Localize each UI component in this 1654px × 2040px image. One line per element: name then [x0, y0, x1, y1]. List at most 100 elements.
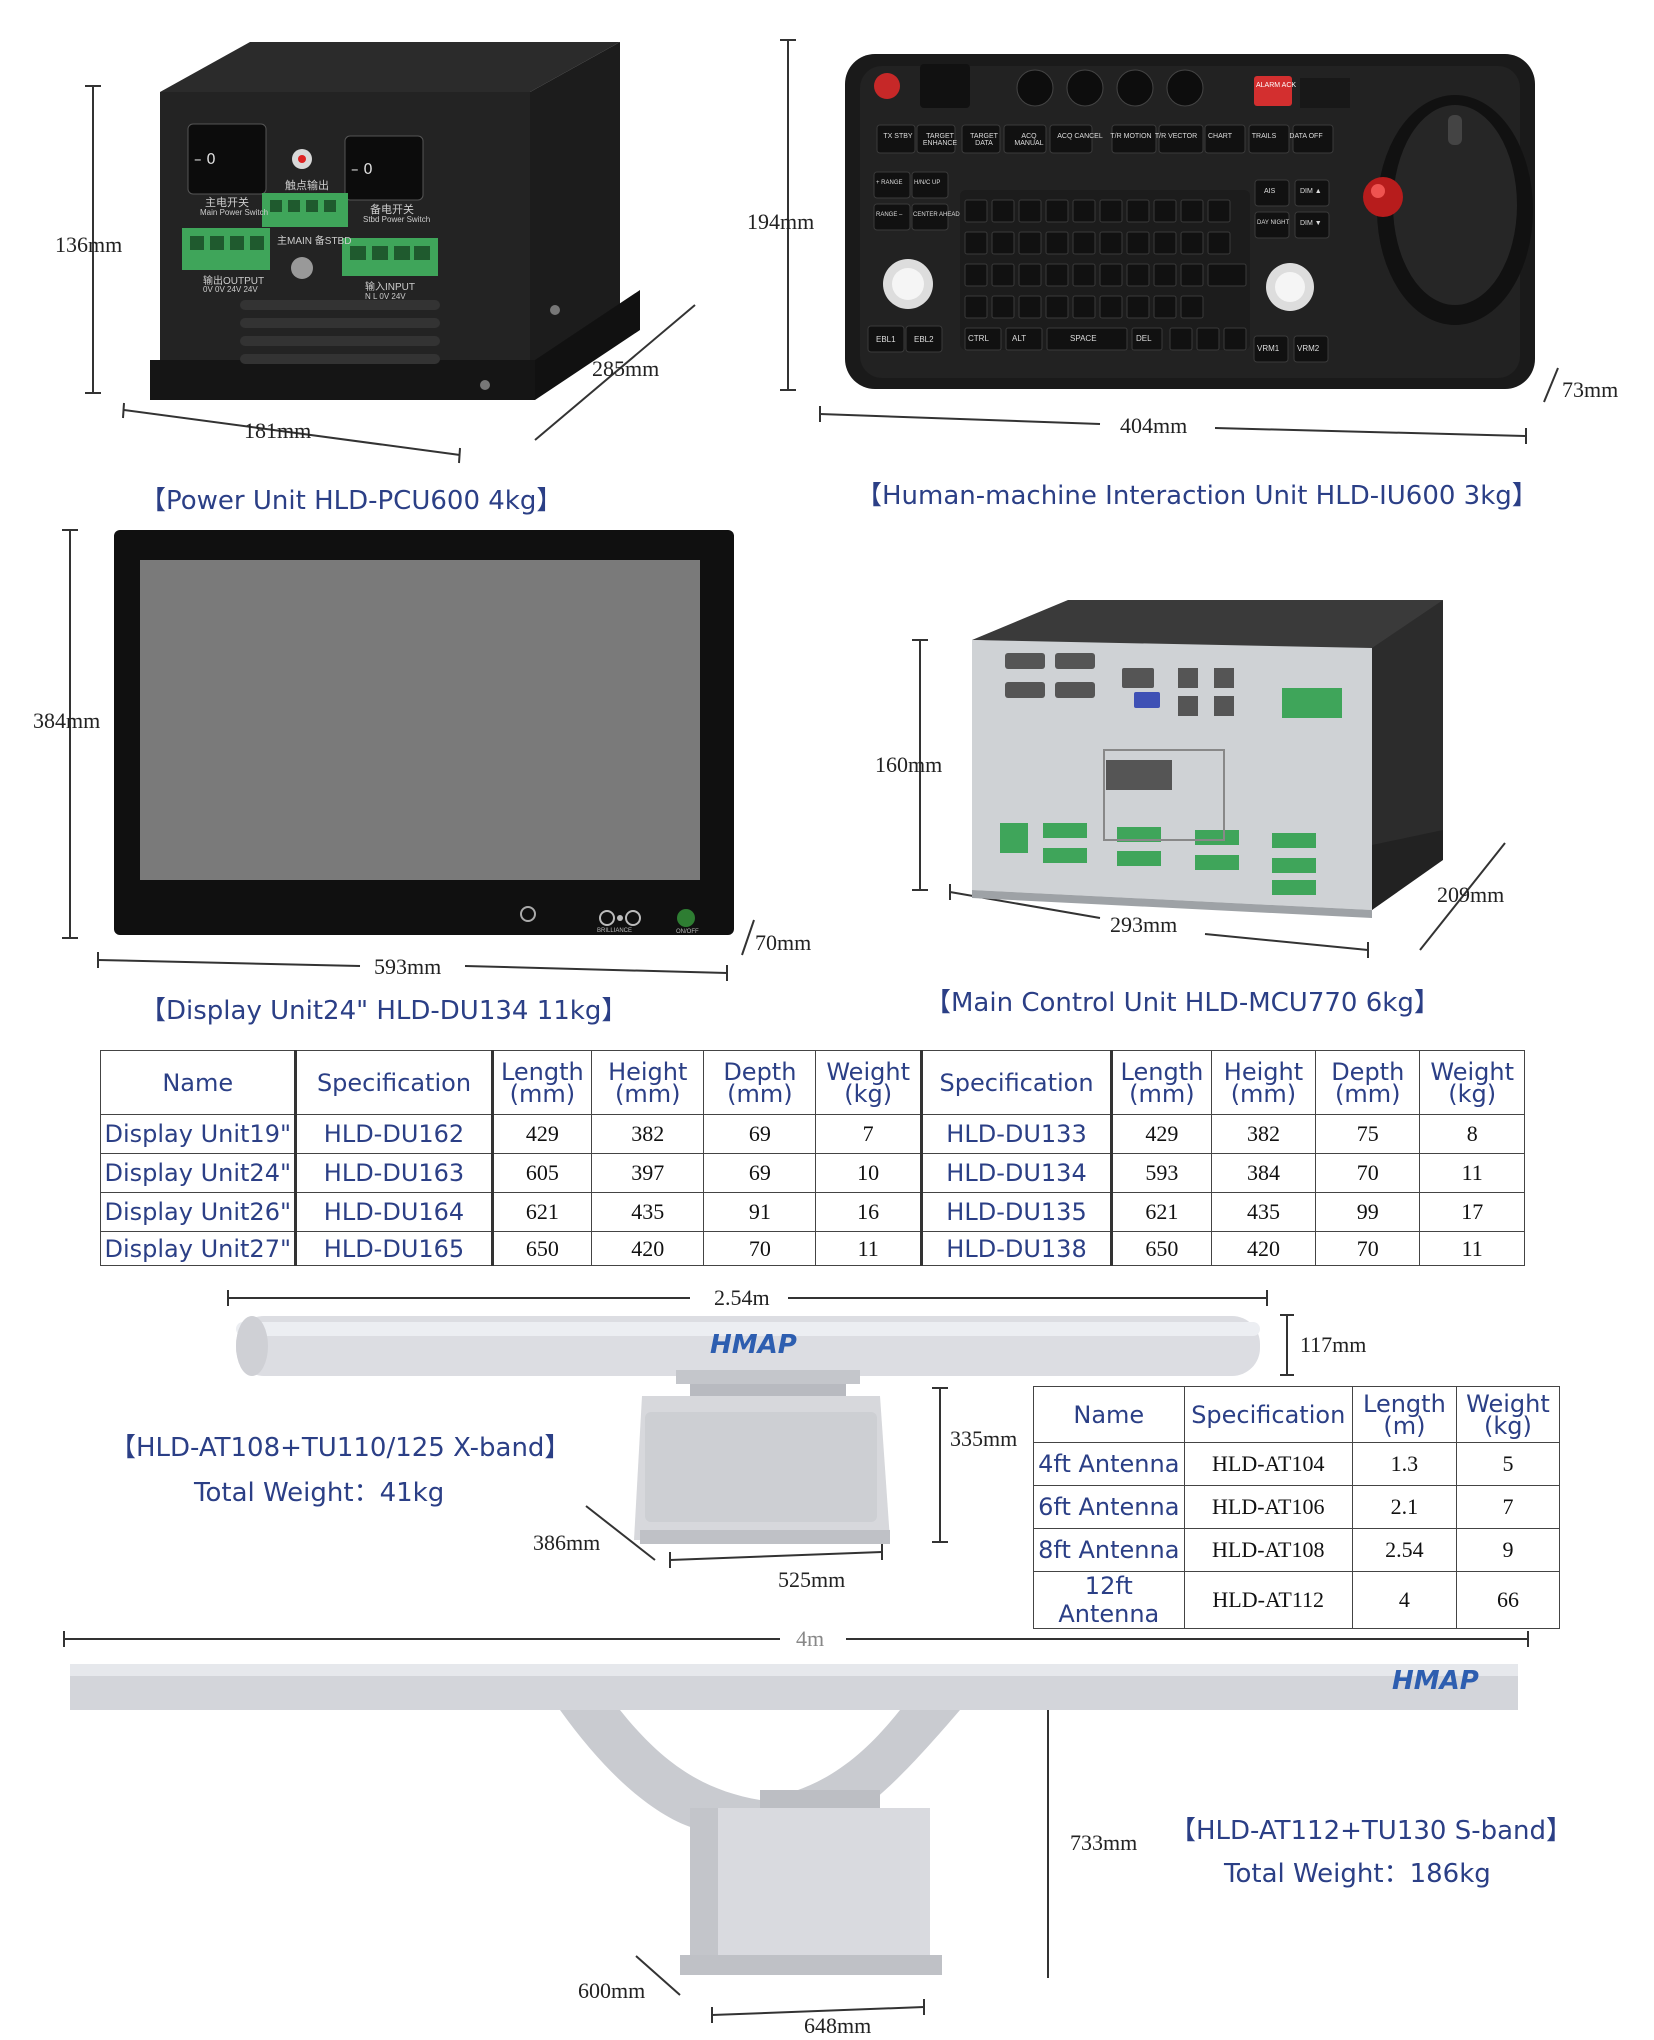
input-label: 输入INPUT [365, 282, 415, 293]
row-name: Display Unit27" [99, 1231, 297, 1266]
power-unit-depth-dim: 285mm [592, 356, 660, 381]
row-weight1: 11 [815, 1231, 922, 1266]
xband-depth-dim: 386mm [533, 1530, 601, 1555]
antenna-table-header: Name Specification Length(m) Weight(kg) [1033, 1386, 1561, 1443]
xband-length-dim: 2.54m [708, 1285, 776, 1311]
alarm-ack-label: ALARM ACK [1256, 82, 1297, 89]
antenna-row-weight: 9 [1455, 1528, 1561, 1572]
header-height-2: Height(mm) [1210, 1050, 1317, 1115]
row-length2: 650 [1111, 1231, 1212, 1266]
brilliance-label: BRILLIANCE [597, 928, 633, 934]
antenna-header-weight-label: Weight [1466, 1389, 1550, 1418]
row-depth2: 99 [1315, 1192, 1421, 1232]
row-weight1: 7 [815, 1114, 922, 1154]
key-data-off: DATA OFF [1289, 133, 1323, 140]
row-weight1: 16 [815, 1192, 922, 1232]
header-depth-unit: (mm) [727, 1079, 793, 1108]
header-depth-2: Depth(mm) [1315, 1050, 1421, 1115]
row-spec2: HLD-DU138 [919, 1231, 1114, 1266]
header-depth-unit-2: (mm) [1335, 1079, 1401, 1108]
hmi-depth-dim: 73mm [1562, 377, 1619, 402]
output-pins: 0V 0V 24V 24V [203, 285, 258, 294]
row-length2: 429 [1111, 1114, 1212, 1154]
sband-length-dim: 4m [796, 1626, 825, 1651]
header-length-label-2: Length [1120, 1057, 1204, 1086]
key-vrm2: VRM2 [1297, 344, 1320, 353]
row-name: Display Unit19" [99, 1114, 297, 1154]
row-depth2: 70 [1315, 1231, 1421, 1266]
header-length-label: Length [500, 1057, 584, 1086]
sband-depth-dim: 600mm [578, 1978, 646, 2003]
header-height-label: Height [608, 1057, 688, 1086]
onoff-label: ON/OFF [676, 929, 699, 935]
hmi-width-dim: 404mm [1120, 413, 1188, 438]
output-label: 输出OUTPUT [203, 276, 265, 287]
table-row: Display Unit27" HLD-DU165 650 420 70 11 … [99, 1231, 1525, 1266]
xband-total-weight: Total Weight：41kg [194, 1478, 445, 1508]
antenna-row-length: 2.1 [1351, 1485, 1457, 1529]
row-name: Display Unit26" [99, 1192, 297, 1232]
key-dim-up: DIM ▲ [1300, 188, 1322, 195]
key-ebl2: EBL2 [914, 335, 934, 344]
main-switch-symbol: – 0 [194, 150, 216, 168]
header-name: Name [99, 1050, 297, 1115]
antenna-row-name: 4ft Antenna [1033, 1442, 1185, 1486]
antenna-row-weight: 7 [1455, 1485, 1561, 1529]
standby-switch-symbol: – 0 [351, 160, 373, 178]
display-width-dim: 593mm [374, 954, 442, 979]
power-unit-caption: 【Power Unit HLD-PCU600 4kg】 [140, 486, 563, 516]
mcu-height-dim: 160mm [875, 752, 943, 777]
main-switch-label-en: Main Power Switch [200, 208, 269, 217]
key-target-enhance: TARGET ENHANCE [922, 133, 958, 147]
antenna-row-spec: HLD-AT104 [1183, 1442, 1353, 1486]
antenna-header-length: Length(m) [1351, 1386, 1457, 1443]
key-ais: AIS [1264, 188, 1276, 195]
xband-antenna-height-dim: 117mm [1300, 1332, 1367, 1357]
table-row: Display Unit24" HLD-DU163 605 397 69 10 … [99, 1153, 1525, 1193]
antenna-spec-table: Name Specification Length(m) Weight(kg) … [1033, 1386, 1561, 1629]
contact-output-label: 触点输出 [285, 180, 329, 192]
key-chart: CHART [1208, 133, 1232, 140]
key-dim-down: DIM ▼ [1300, 220, 1322, 227]
display-spec-table: Name Specification Length(mm) Height(mm)… [99, 1050, 1525, 1266]
header-weight-label: Weight [826, 1057, 910, 1086]
mcu-caption: 【Main Control Unit HLD-MCU770 6kg】 [925, 988, 1440, 1018]
hmi-top-keys: TX STBY TARGET ENHANCE TARGET DATA ACQ M… [878, 133, 1330, 147]
key-alt: ALT [1012, 334, 1027, 343]
key-hnc-up: H/N/C UP [914, 180, 941, 186]
table-row: Display Unit26" HLD-DU164 621 435 91 16 … [99, 1192, 1525, 1232]
header-height-unit-2: (mm) [1230, 1079, 1297, 1108]
row-spec2: HLD-DU133 [919, 1114, 1114, 1154]
antenna-row-weight: 66 [1455, 1571, 1561, 1629]
xband-caption: 【HLD-AT108+TU110/125 X-band】 [110, 1433, 571, 1463]
header-length-unit: (mm) [509, 1079, 576, 1108]
antenna-header-length-label: Length [1363, 1389, 1446, 1418]
antenna-header-weight-unit: (kg) [1484, 1411, 1532, 1440]
key-day-night: DAY NIGHT [1257, 220, 1290, 226]
row-height2: 420 [1210, 1231, 1317, 1266]
key-acq-cancel: ACQ CANCEL [1057, 133, 1103, 140]
row-depth1: 69 [703, 1153, 817, 1193]
header-weight-2: Weight(kg) [1419, 1050, 1525, 1115]
sband-height-dim: 733mm [1070, 1830, 1138, 1855]
row-depth1: 69 [703, 1114, 817, 1154]
row-spec1: HLD-DU162 [294, 1114, 494, 1154]
table-row: 12ft Antenna HLD-AT112 4 66 [1033, 1571, 1561, 1629]
header-weight-label-2: Weight [1430, 1057, 1514, 1086]
main-stbd-label: 主MAIN 备STBD [277, 236, 352, 247]
key-tr-vector: T/R VECTOR [1154, 133, 1198, 140]
key-tx-stby: TX STBY [883, 133, 913, 140]
key-acq-manual: ACQ MANUAL [1014, 133, 1044, 147]
key-vrm1: VRM1 [1257, 344, 1280, 353]
row-spec1: HLD-DU165 [294, 1231, 494, 1266]
key-target-data: TARGET DATA [970, 133, 998, 147]
row-spec2: HLD-DU134 [919, 1153, 1114, 1193]
header-spec-2: Specification [919, 1050, 1114, 1115]
antenna-row-length: 4 [1351, 1571, 1457, 1629]
row-depth2: 75 [1315, 1114, 1421, 1154]
table-row: 4ft Antenna HLD-AT104 1.3 5 [1033, 1442, 1561, 1486]
